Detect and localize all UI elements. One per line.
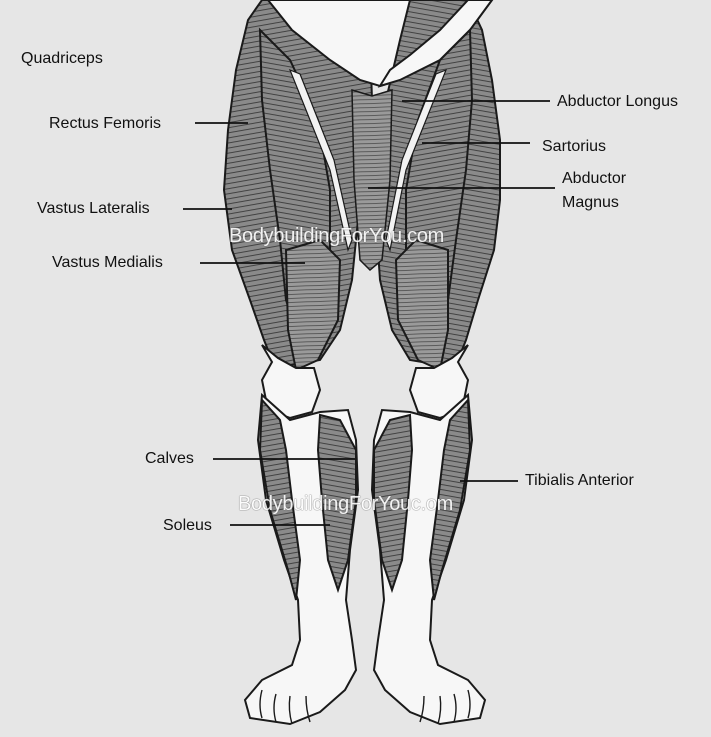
label-calves: Calves	[145, 449, 194, 468]
label-abductor-magnus-line1: Abductor	[562, 169, 626, 188]
label-quadriceps: Quadriceps	[21, 49, 103, 68]
label-tibialis-anterior: Tibialis Anterior	[525, 471, 634, 490]
label-abductor-longus: Abductor Longus	[557, 92, 678, 111]
watermark-upper: BodybuildingForYou.com	[229, 225, 444, 248]
label-sartorius: Sartorius	[542, 137, 606, 156]
label-abductor-magnus-line2: Magnus	[562, 193, 619, 212]
label-soleus: Soleus	[163, 516, 212, 535]
watermark-lower: BodybuildingForYouc.om	[238, 493, 453, 516]
label-vastus-medialis: Vastus Medialis	[52, 253, 163, 272]
label-rectus-femoris: Rectus Femoris	[49, 114, 161, 133]
label-vastus-lateralis: Vastus Lateralis	[37, 199, 150, 218]
